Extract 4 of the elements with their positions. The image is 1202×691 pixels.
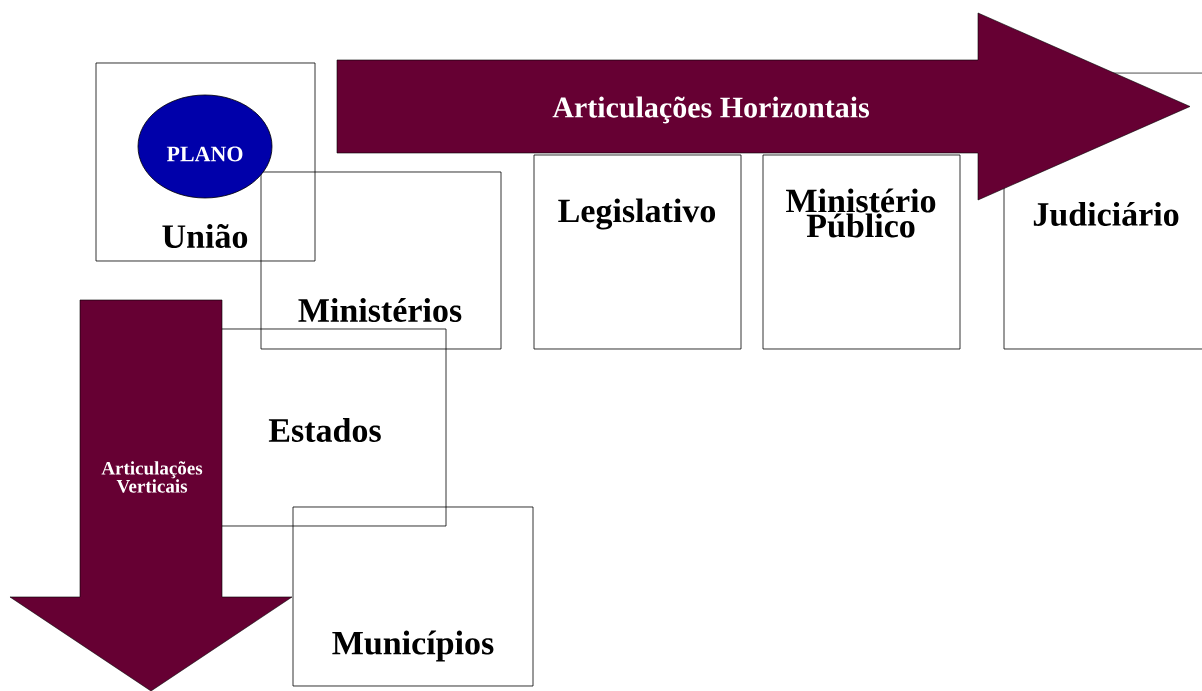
box: Legislativo xyxy=(533,154,742,350)
box: Ministérios xyxy=(260,171,502,350)
box: Ministério Público xyxy=(762,154,961,350)
box: Municípios xyxy=(292,506,534,687)
